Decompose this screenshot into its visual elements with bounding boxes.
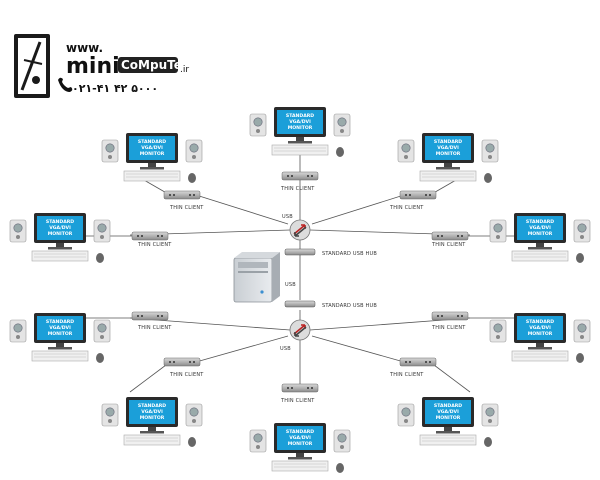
logo-phone: ۰۲۱-۴۱ ۴۲ ۵۰۰۰ bbox=[72, 82, 158, 95]
monitor-label-line1: STANDARD bbox=[138, 403, 166, 409]
thin-client-label: THIN CLIENT bbox=[137, 325, 172, 331]
thin-client-lower-left bbox=[163, 357, 201, 367]
thin-client-label: THIN CLIENT bbox=[169, 205, 204, 211]
thin-client-label: THIN CLIENT bbox=[389, 205, 424, 211]
monitor-label-line2: VGA/DVI bbox=[437, 145, 459, 151]
monitor-label-line1: STANDARD bbox=[46, 319, 74, 325]
monitor-label-line1: STANDARD bbox=[526, 219, 554, 225]
logo-mini: mini bbox=[66, 54, 120, 79]
usb-hub-lower-icon bbox=[284, 300, 316, 308]
usb-hub-upper-label: STANDARD USB HUB bbox=[322, 251, 377, 257]
thin-client-label: THIN CLIENT bbox=[169, 372, 204, 378]
monitor-label-line2: VGA/DVI bbox=[529, 325, 551, 331]
monitor-label-line3: MONITOR bbox=[528, 231, 553, 237]
monitor-label-line3: MONITOR bbox=[436, 151, 461, 157]
workstation-upper-far-left: STANDARD VGA/DVI MONITOR bbox=[9, 212, 111, 264]
workstation-upper-far-right: STANDARD VGA/DVI MONITOR bbox=[489, 212, 591, 264]
logo-domain: .ir bbox=[180, 65, 189, 75]
thin-client-label: THIN CLIENT bbox=[389, 372, 424, 378]
monitor-label-line3: MONITOR bbox=[288, 441, 313, 447]
usb-router-lower-icon bbox=[289, 319, 311, 341]
monitor-label-line3: MONITOR bbox=[288, 125, 313, 131]
monitor-label-line3: MONITOR bbox=[528, 331, 553, 337]
logo-computer: CoMpuTeR bbox=[121, 58, 191, 72]
workstation-lower-far-right: STANDARD VGA/DVI MONITOR bbox=[489, 312, 591, 364]
workstation-upper-left: STANDARD VGA/DVI MONITOR bbox=[101, 132, 203, 184]
monitor-label-line2: VGA/DVI bbox=[289, 119, 311, 125]
monitor-label-line2: VGA/DVI bbox=[141, 145, 163, 151]
server-icon bbox=[233, 252, 280, 303]
monitor-label-line2: VGA/DVI bbox=[437, 409, 459, 415]
monitor-label-line1: STANDARD bbox=[434, 403, 462, 409]
monitor-label-line2: VGA/DVI bbox=[49, 225, 71, 231]
monitor-label-line1: STANDARD bbox=[286, 113, 314, 119]
workstation-lower-right: STANDARD VGA/DVI MONITOR bbox=[397, 396, 499, 448]
logo-emblem-icon bbox=[14, 34, 50, 98]
usb-label-lower: USB bbox=[280, 346, 291, 352]
logo-www: www. bbox=[66, 41, 103, 55]
thin-client-label: THIN CLIENT bbox=[431, 325, 466, 331]
thin-client-lower-right bbox=[399, 357, 437, 367]
thin-client-upper-far-right bbox=[431, 231, 469, 241]
usb-label-upper-top: USB bbox=[282, 214, 293, 220]
thin-client-label: THIN CLIENT bbox=[137, 242, 172, 248]
monitor-label-line1: STANDARD bbox=[526, 319, 554, 325]
thin-client-lower-far-left bbox=[131, 311, 169, 321]
monitor-label-line3: MONITOR bbox=[140, 151, 165, 157]
thin-client-label: THIN CLIENT bbox=[431, 242, 466, 248]
monitor-label-line2: VGA/DVI bbox=[529, 225, 551, 231]
thin-client-lower-far-right bbox=[431, 311, 469, 321]
monitor-label-line1: STANDARD bbox=[138, 139, 166, 145]
monitor-label-line1: STANDARD bbox=[46, 219, 74, 225]
monitor-label-line1: STANDARD bbox=[434, 139, 462, 145]
workstation-upper-right: STANDARD VGA/DVI MONITOR bbox=[397, 132, 499, 184]
workstation-upper-top: STANDARD VGA/DVI MONITOR bbox=[249, 106, 351, 158]
thin-client-label: THIN CLIENT bbox=[280, 398, 315, 404]
monitor-label-line2: VGA/DVI bbox=[141, 409, 163, 415]
phone-icon bbox=[58, 77, 73, 92]
usb-router-upper-icon bbox=[289, 219, 311, 241]
logo: www. mini CoMpuTeR .ir ۰۲۱-۴۱ ۴۲ ۵۰۰۰ bbox=[14, 34, 191, 98]
monitor-label-line3: MONITOR bbox=[140, 415, 165, 421]
thin-client-upper-left bbox=[163, 190, 201, 200]
monitor-label-line3: MONITOR bbox=[436, 415, 461, 421]
monitor-label-line2: VGA/DVI bbox=[289, 435, 311, 441]
workstation-lower-bottom: STANDARD VGA/DVI MONITOR bbox=[249, 422, 351, 474]
thin-client-lower-bottom bbox=[281, 383, 319, 393]
thin-client-upper-far-left bbox=[131, 231, 169, 241]
usb-hub-upper-icon bbox=[284, 248, 316, 256]
workstation-lower-far-left: STANDARD VGA/DVI MONITOR bbox=[9, 312, 111, 364]
monitor-label-line3: MONITOR bbox=[48, 331, 73, 337]
thin-client-upper-top bbox=[281, 171, 319, 181]
workstation-lower-left: STANDARD VGA/DVI MONITOR bbox=[101, 396, 203, 448]
monitor-label-line2: VGA/DVI bbox=[49, 325, 71, 331]
monitor-label-line3: MONITOR bbox=[48, 231, 73, 237]
monitor-label-line1: STANDARD bbox=[286, 429, 314, 435]
thin-client-upper-right bbox=[399, 190, 437, 200]
usb-hub-lower-label: STANDARD USB HUB bbox=[322, 303, 377, 309]
usb-label-server: USB bbox=[285, 282, 296, 288]
thin-client-label: THIN CLIENT bbox=[280, 186, 315, 192]
